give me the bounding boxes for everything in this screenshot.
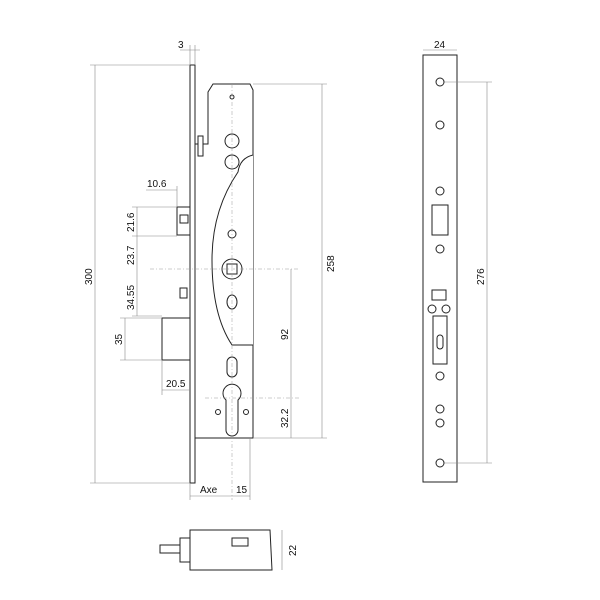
front-faceplate — [422, 54, 458, 483]
deadbolt — [161, 317, 191, 361]
latch-detail — [179, 214, 189, 224]
screw-hole — [215, 409, 221, 415]
front-aux-latch — [431, 289, 447, 301]
bottom-view: 22 — [159, 529, 299, 571]
dim-latch-to-spindle: 23.7 — [126, 245, 137, 265]
dim-thickness: 22 — [288, 544, 299, 556]
front-view: 24 276 — [422, 40, 492, 483]
side-view: 300 258 3 10.6 21.6 23.7 34.55 35 20.5 9… — [84, 40, 337, 500]
dim-bolt-height: 35 — [114, 333, 125, 345]
faceplate-tab — [197, 135, 204, 157]
dim-bolt-throw: 20.5 — [166, 379, 186, 390]
dim-total-height: 300 — [84, 268, 95, 285]
dim-cylinder-to-bottom: 32.2 — [280, 408, 291, 428]
front-bolt-slot — [436, 334, 444, 350]
dim-latch-height: 21.6 — [126, 212, 137, 232]
dim-spindle-to-cylinder: 92 — [280, 328, 291, 340]
body-cover-curve — [211, 154, 254, 346]
bottom-body — [189, 529, 273, 571]
bottom-faceplate — [179, 537, 191, 563]
screws — [427, 77, 451, 468]
dim-axe-offset: 15 — [236, 485, 248, 496]
screw-hole — [243, 409, 249, 415]
dim-body-height: 258 — [326, 255, 337, 272]
front-latch — [431, 204, 449, 236]
faceplate — [189, 64, 196, 484]
dim-axe: Axe — [200, 485, 218, 496]
bottom-slot — [231, 537, 249, 547]
bottom-latch — [159, 544, 181, 554]
dim-latch-offset: 10.6 — [147, 179, 167, 190]
auxiliary-latch — [179, 287, 188, 299]
dim-spindle-to-bolt: 34.55 — [126, 285, 137, 310]
dim-faceplate-thickness: 3 — [178, 40, 184, 51]
dim-screw-spacing: 276 — [476, 268, 487, 285]
dim-faceplate-width: 24 — [434, 40, 446, 51]
